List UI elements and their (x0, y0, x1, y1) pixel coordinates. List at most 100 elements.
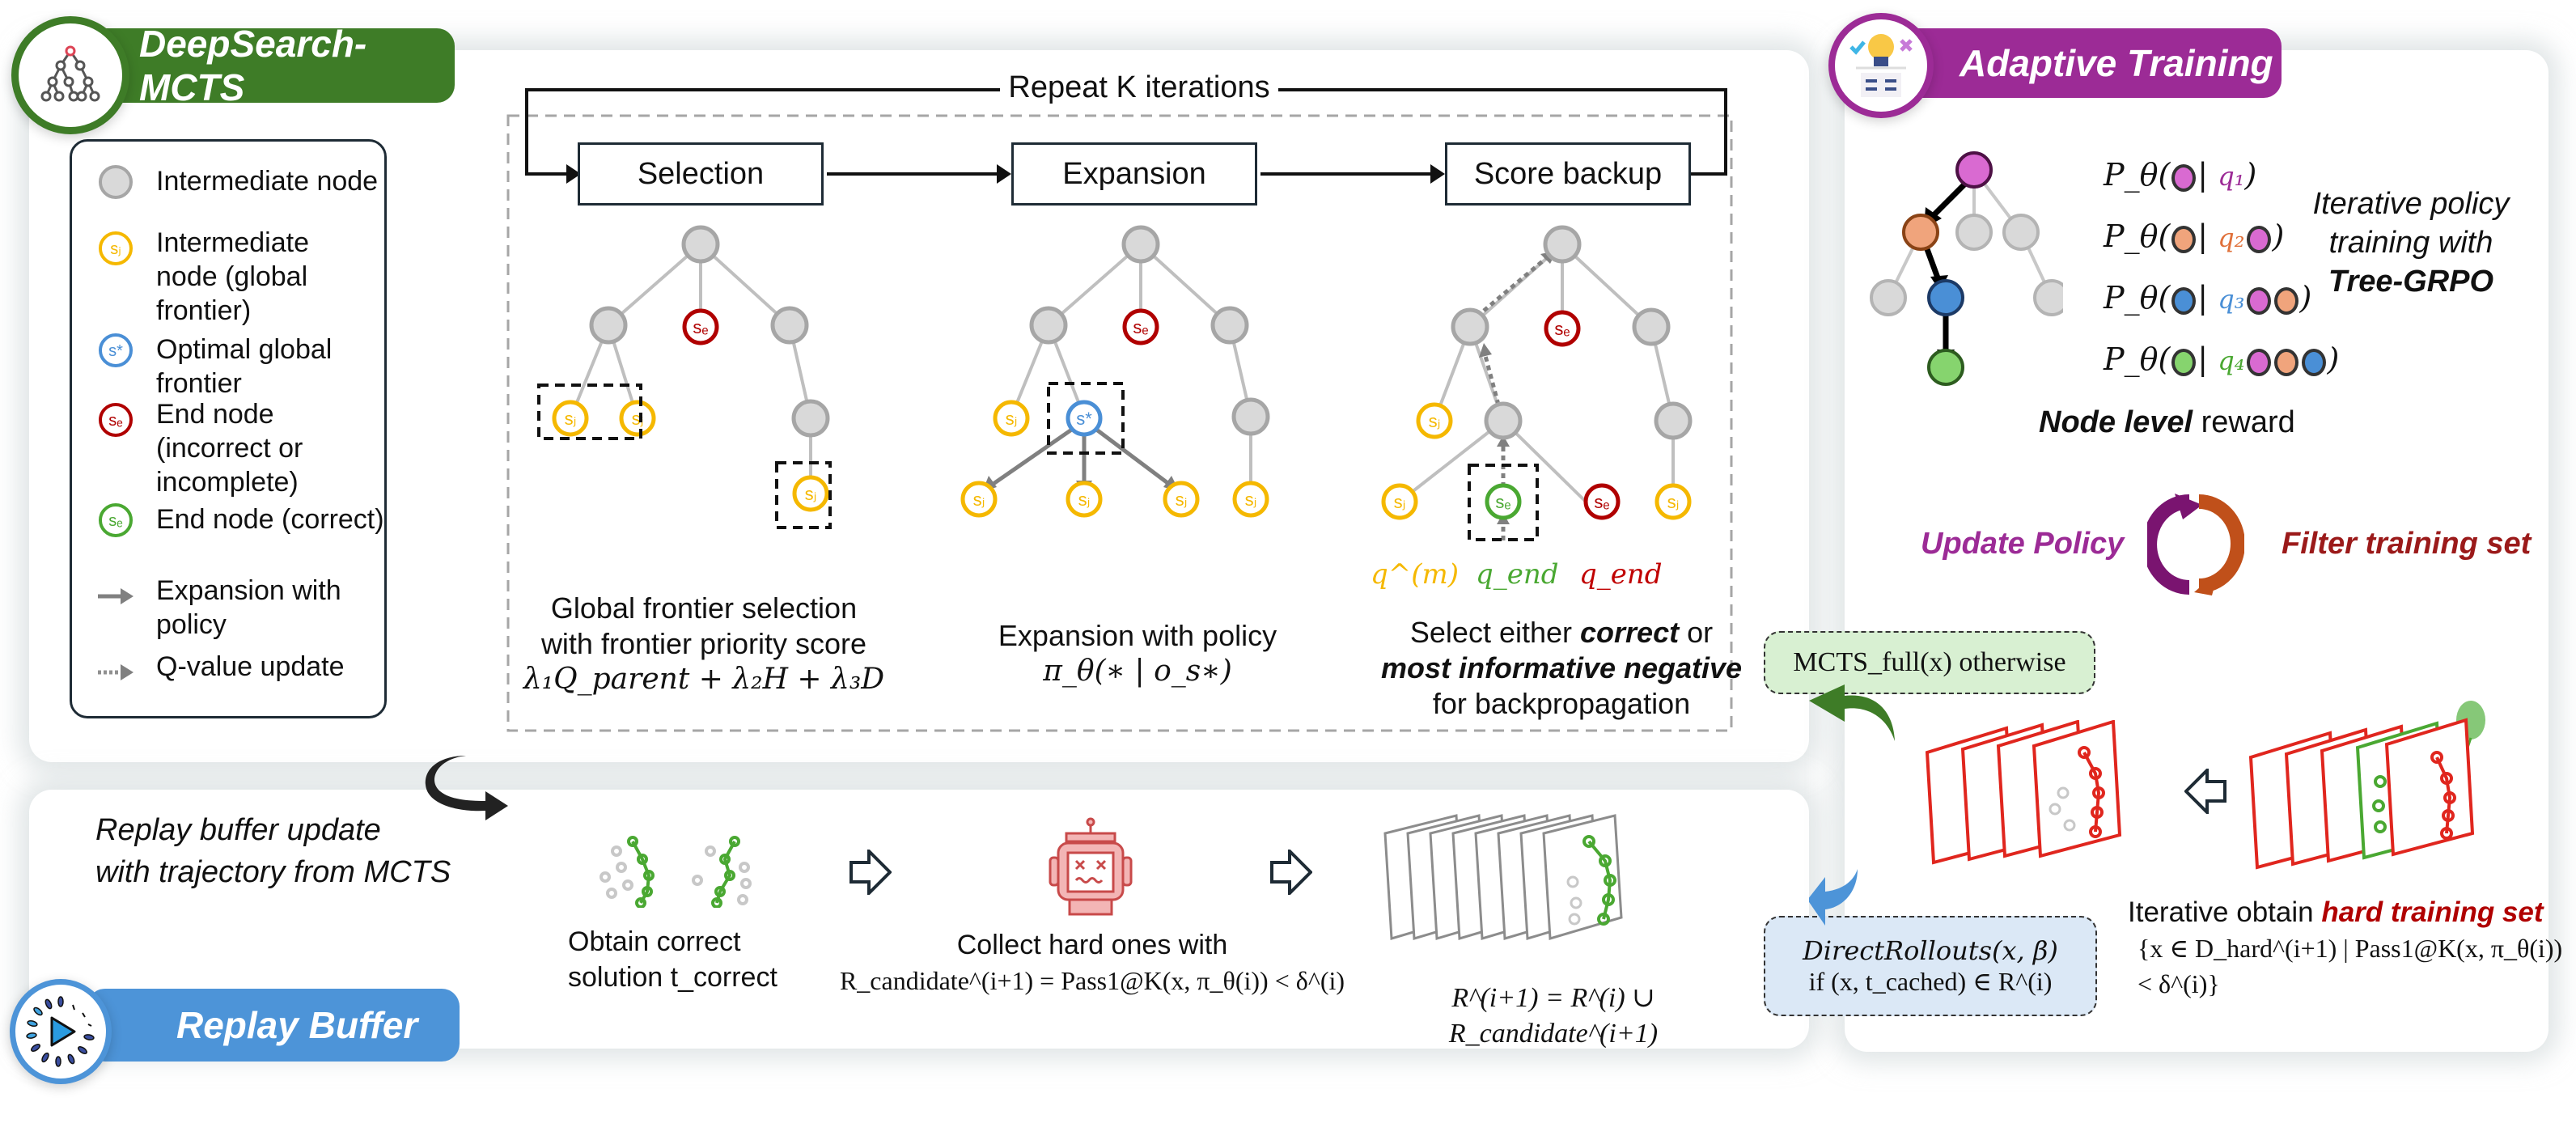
frontier-node (1416, 402, 1453, 439)
tree-node (770, 306, 809, 345)
svg-text:sⱼ: sⱼ (805, 484, 817, 504)
replay-intro: Replay buffer update with trajectory fro… (95, 809, 451, 893)
score-label-qend-incorrect: q_end (1579, 558, 1663, 591)
tree-grpo-label: Tree-GRPO (2328, 265, 2494, 299)
svg-text:s*: s* (108, 342, 123, 360)
expansion-nodes: sₑ sⱼ s* sⱼ sⱼ sⱼ sⱼ (960, 225, 1270, 518)
union-formula: R^(i+1) = R^(i) ∪ R_candidate^(i+1) (1448, 983, 1659, 1049)
tree-node (1484, 401, 1523, 440)
hollow-right-arrow-icon (1270, 850, 1312, 895)
selection-highlight-box (775, 461, 832, 529)
tree-node (1231, 397, 1270, 436)
tree-node (1543, 225, 1582, 264)
hard-set-stack (1926, 720, 2122, 865)
loop-arrowhead (566, 164, 581, 184)
solid-arrow-icon (93, 574, 138, 619)
svg-text:sⱼ: sⱼ (1429, 411, 1441, 431)
green-curved-arrow-icon (1809, 684, 1895, 741)
policy-tree (1870, 151, 2063, 386)
obtain-correct-caption: Obtain correct solution t_correct (568, 924, 777, 995)
hollow-right-arrow-icon (849, 850, 892, 895)
mcts-full-text: MCTS_full(x) otherwise (1793, 647, 2066, 677)
svg-text:sₑ: sₑ (108, 512, 122, 530)
legend-item: Q-value update (93, 650, 345, 695)
candidate-set-stack (2249, 701, 2485, 870)
caption-bold: most informative negative (1380, 651, 1743, 684)
optimal-frontier-node (1066, 400, 1103, 437)
svg-text:sₑ: sₑ (1594, 492, 1609, 512)
reward-text: reward (2193, 405, 2295, 439)
update-policy-label: Update Policy (1921, 527, 2125, 561)
candidate-formula: R_candidate^(i+1) = Pass1@K(x, π_θ(i)) <… (839, 966, 1345, 995)
svg-text:sₑ: sₑ (693, 317, 708, 337)
legend-label: Expansion with policy (156, 575, 341, 640)
policy-term: P_θ(| q₁) (2104, 157, 2257, 193)
query-label: q₁ (2218, 161, 2245, 192)
svg-text:sⱼ: sⱼ (1006, 409, 1018, 429)
cycle-icon (2147, 494, 2244, 595)
query-label: q₄ (2218, 345, 2245, 376)
mcts-loop-diagram: sₑ sⱼ sⱼ sⱼ sₑ sⱼ s* sⱼ sⱼ sⱼ sⱼ (506, 88, 1733, 732)
caption-line: with frontier priority score (540, 627, 867, 660)
frontier-node (993, 400, 1030, 437)
hollow-left-arrow-icon (2184, 769, 2226, 814)
policy-term: P_θ(| q₄) (2104, 341, 2340, 377)
context-node-icon (2171, 163, 2197, 192)
legend-label: End node (correct) (156, 504, 384, 535)
selection-tree (569, 243, 812, 492)
policy-node-gray (1870, 279, 1907, 316)
sj-node-icon: sⱼ (93, 226, 138, 271)
query-label: q₃ (2218, 284, 2245, 315)
frontier-node (619, 400, 656, 437)
s-star-node-icon: s* (93, 328, 138, 373)
repeat-loop-line-right (1278, 88, 1727, 176)
svg-text:sⱼ: sⱼ (110, 240, 121, 258)
policy-node-gray (2033, 279, 2063, 316)
direct-rollouts-callout: DirectRollouts(x, β) if (x, t_cached) ∈ … (1764, 916, 2097, 1016)
tree-node (1632, 307, 1671, 346)
p-theta: P_θ (2104, 157, 2159, 193)
policy-term: P_θ(| q₂) (2104, 218, 2285, 254)
backup-nodes: sₑ sⱼ sⱼ sₑ sₑ sⱼ (1381, 225, 1693, 541)
legend-item: sₑ End node (incorrect or incomplete) (93, 397, 368, 499)
hard-set-formula: {x ∈ D_hard^(i+1) | Pass1@K(x, π_θ(i)) (2137, 934, 2563, 963)
direct-rollouts-text: DirectRollouts(x, β) (1803, 935, 2058, 966)
caption-line: for backpropagation (1432, 687, 1691, 720)
frontier-node (960, 481, 998, 518)
adaptive-panel (1845, 50, 2548, 1052)
frontier-node (1232, 481, 1269, 518)
legend-item: s* Optimal global frontier (93, 328, 384, 400)
policy-node-2 (1902, 214, 1939, 251)
frontier-node (1381, 483, 1418, 520)
step-label: Score backup (1473, 156, 1663, 191)
svg-text:sₑ: sₑ (108, 412, 122, 430)
legend: Intermediate node sⱼ Intermediate node (… (70, 139, 387, 718)
se-red-node-icon: sₑ (93, 397, 138, 443)
filter-training-label: Filter training set (2282, 527, 2532, 561)
svg-text:sⱼ: sⱼ (1394, 492, 1406, 512)
context-node-icon (2246, 225, 2271, 253)
svg-text:sⱼ: sⱼ (1667, 492, 1680, 512)
deepsearch-title: DeepSearch-MCTS (139, 23, 367, 108)
expansion-highlight-box (1047, 382, 1125, 455)
tree-node (1029, 306, 1068, 345)
dotted-arrow-icon (93, 650, 138, 695)
svg-text:sⱼ: sⱼ (565, 409, 577, 429)
svg-text:sⱼ: sⱼ (1078, 489, 1091, 510)
context-node-icon (2246, 348, 2271, 376)
caption-text: Select either (1409, 616, 1581, 649)
policy-node-gray (1955, 214, 1993, 251)
obtain-line: solution t_correct (568, 962, 777, 993)
mcts-full-callout: MCTS_full(x) otherwise (1764, 631, 2095, 694)
tree-node (1210, 306, 1249, 345)
context-node-icon (2301, 348, 2326, 376)
tree-grpo-text: Iterative policy training with Tree-GRPO (2290, 184, 2532, 301)
deepsearch-badge (11, 16, 129, 134)
svg-text:sⱼ: sⱼ (1176, 489, 1188, 510)
context-node-icon (2273, 348, 2298, 376)
p-theta: P_θ (2104, 280, 2159, 316)
end-node-incorrect (1583, 483, 1621, 520)
p-theta: P_θ (2104, 218, 2159, 254)
broken-robot-icon (1049, 817, 1133, 916)
replay-intro-line: with trajectory from MCTS (95, 855, 451, 889)
